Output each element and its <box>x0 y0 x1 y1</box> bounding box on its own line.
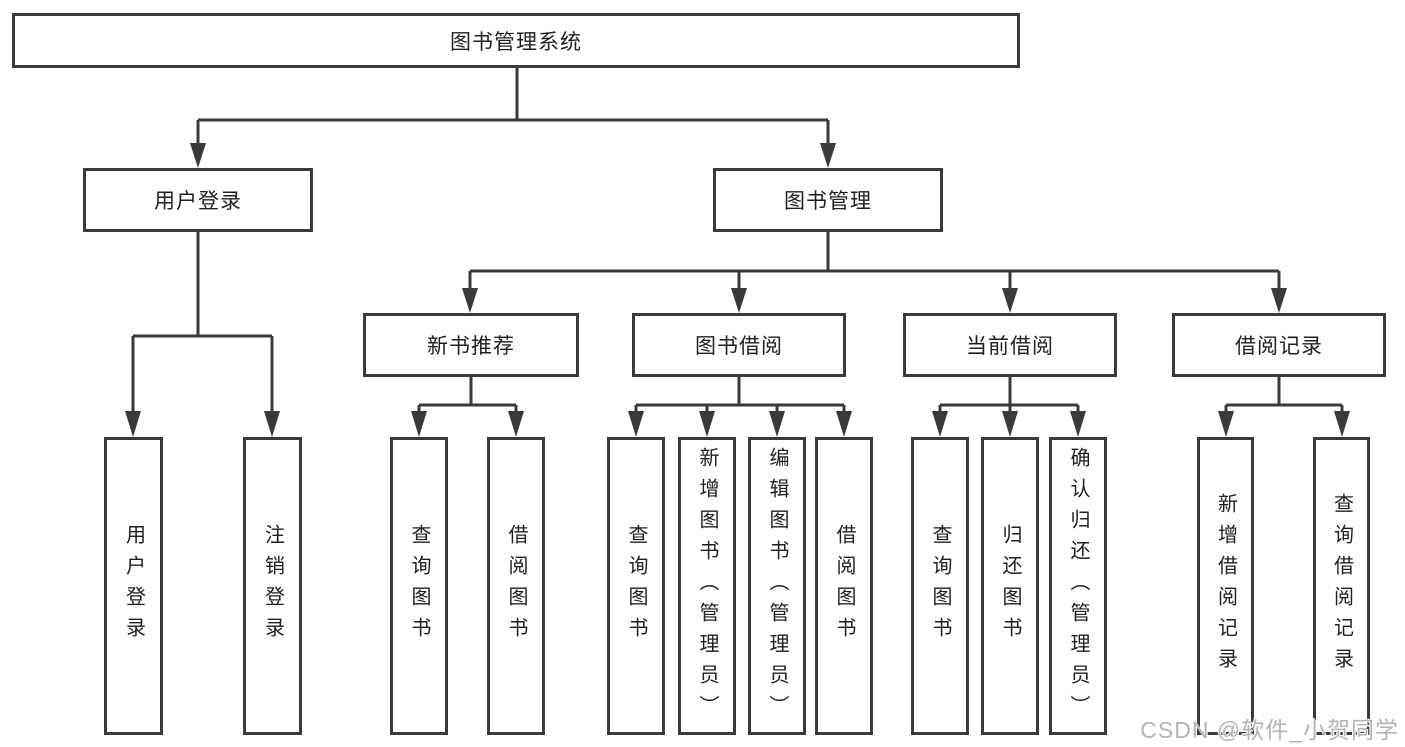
arrowhead <box>820 143 836 168</box>
arrowhead <box>1334 411 1350 437</box>
leaf-borrow-books-borrowing: 借阅图书 <box>815 437 873 735</box>
node-book-management: 图书管理 <box>713 168 943 232</box>
leaf-user-login: 用户登录 <box>104 437 163 735</box>
leaf-edit-book-admin: 编辑图书（管理员） <box>748 437 806 735</box>
node-library-management-system: 图书管理系统 <box>12 13 1020 68</box>
arrowhead <box>125 411 141 437</box>
arrowhead <box>699 411 715 437</box>
arrowhead <box>932 411 948 437</box>
arrowhead <box>1218 411 1234 437</box>
node-new-book-recommendation: 新书推荐 <box>363 313 579 377</box>
leaf-query-books-current: 查询图书 <box>911 437 969 735</box>
leaf-add-book-admin: 新增图书（管理员） <box>678 437 736 735</box>
leaf-return-book: 归还图书 <box>981 437 1039 735</box>
leaf-query-books-recommendation: 查询图书 <box>390 437 448 735</box>
arrowhead <box>769 411 785 437</box>
arrowhead <box>411 411 427 437</box>
arrowhead <box>1002 411 1018 437</box>
arrowhead <box>264 411 280 437</box>
node-borrowing-records: 借阅记录 <box>1172 313 1386 377</box>
node-current-borrowing: 当前借阅 <box>903 313 1117 377</box>
arrowhead <box>1002 288 1018 313</box>
leaf-borrow-books-recommendation: 借阅图书 <box>487 437 545 735</box>
arrowhead <box>1271 288 1287 313</box>
arrowhead <box>836 411 852 437</box>
arrowhead <box>731 288 747 313</box>
arrowhead <box>190 143 206 168</box>
node-book-borrowing: 图书借阅 <box>632 313 846 377</box>
arrowhead <box>508 411 524 437</box>
csdn-watermark: CSDN @软件_小贺同学 <box>1140 717 1399 743</box>
leaf-logout: 注销登录 <box>243 437 302 735</box>
leaf-confirm-return-admin: 确认归还（管理员） <box>1049 437 1107 735</box>
leaf-query-borrow-record: 查询借阅记录 <box>1313 437 1370 735</box>
node-user-login-group: 用户登录 <box>83 168 313 232</box>
arrowhead <box>1070 411 1086 437</box>
leaf-query-books-borrowing: 查询图书 <box>607 437 665 735</box>
arrowhead <box>628 411 644 437</box>
leaf-add-borrow-record: 新增借阅记录 <box>1197 437 1254 735</box>
arrowhead <box>462 288 478 313</box>
